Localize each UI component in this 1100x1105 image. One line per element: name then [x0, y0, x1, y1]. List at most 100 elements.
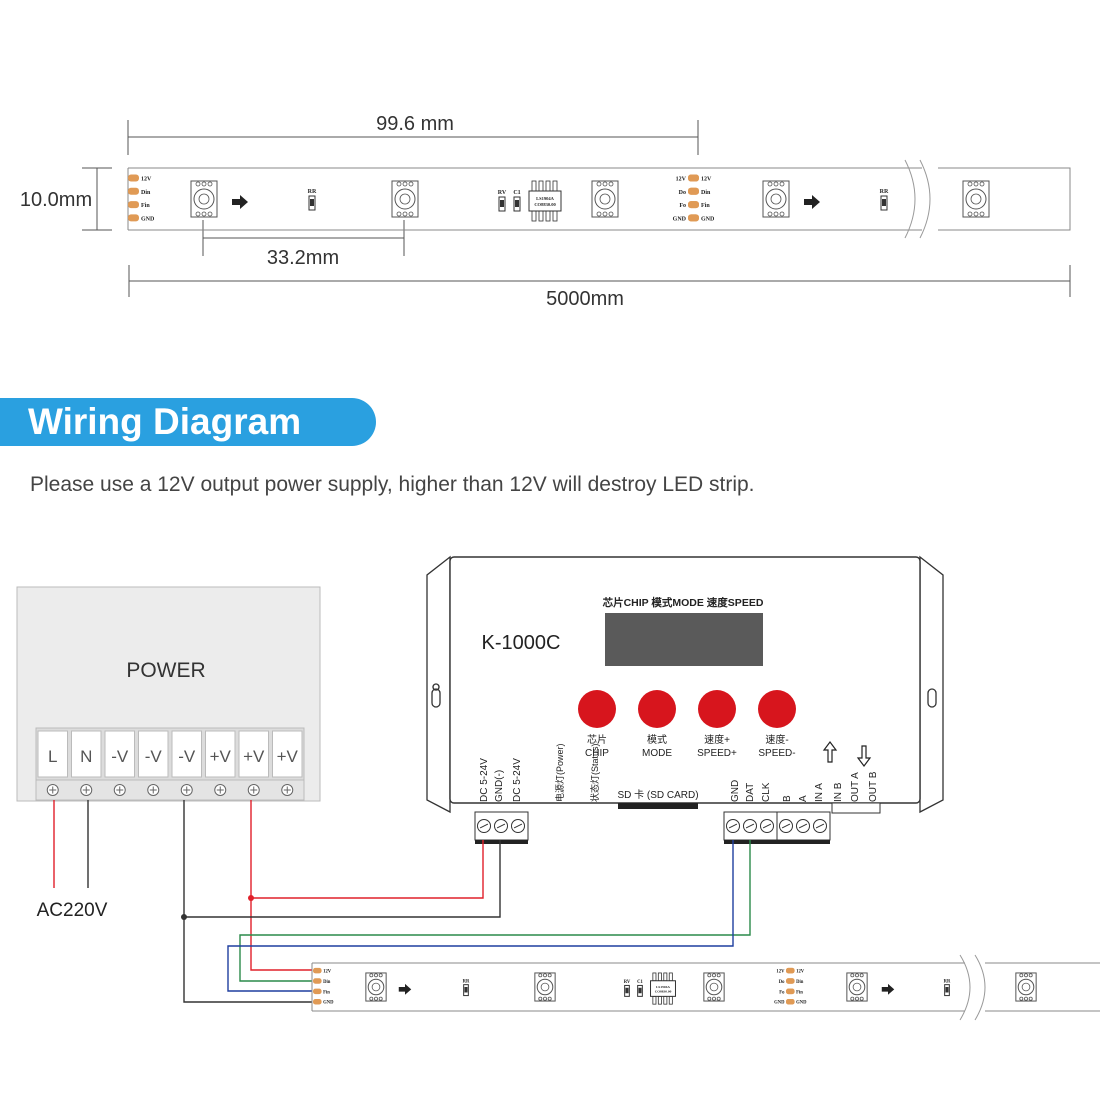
power-terminal[interactable]: +V	[205, 730, 236, 796]
power-pin-label: DC 5-24V	[479, 758, 490, 802]
led-chip-icon	[365, 972, 387, 1002]
pitch-label: 99.6 mm	[376, 113, 454, 135]
terminal-screw[interactable]	[743, 819, 757, 833]
sd-card-slot[interactable]	[618, 803, 698, 809]
svg-text:12V: 12V	[141, 177, 152, 183]
led-chip-icon	[846, 972, 868, 1002]
terminal-screw[interactable]	[511, 819, 525, 833]
led-status-label: 状态灯(Status)	[589, 743, 600, 802]
led-chip-icon	[391, 180, 419, 218]
svg-text:LS1904A: LS1904A	[536, 196, 555, 201]
svg-text:RR: RR	[463, 979, 470, 984]
terminal-screw[interactable]	[726, 819, 740, 833]
terminal-screw-icon	[180, 784, 193, 796]
svg-text:RV: RV	[624, 980, 631, 985]
power-terminal[interactable]: N	[71, 730, 102, 796]
aux-pin-label: B	[782, 795, 793, 802]
power-terminal[interactable]: +V	[272, 730, 303, 796]
led-chip-icon	[762, 180, 790, 218]
led-strip-bottom	[311, 954, 1100, 1021]
power-terminal[interactable]: +V	[238, 730, 269, 796]
controller-button[interactable]: 速度-SPEED-	[758, 690, 796, 759]
solder-pad: 12V	[313, 967, 332, 975]
controller: K-1000C 芯片CHIP 模式MODE 速度SPEED 芯片CHIP模式MO…	[426, 555, 944, 844]
power-title: POWER	[126, 659, 205, 682]
terminal-screw[interactable]	[813, 819, 827, 833]
display-header: 芯片CHIP 模式MODE 速度SPEED	[603, 596, 764, 609]
svg-text:LS1904A: LS1904A	[656, 985, 670, 989]
svg-text:12V: 12V	[776, 970, 785, 975]
svg-text:Fin: Fin	[323, 990, 330, 995]
power-input-terminal	[474, 811, 529, 844]
svg-text:CO8830.00: CO8830.00	[655, 989, 672, 993]
sd-card-label: SD 卡 (SD CARD)	[617, 788, 698, 801]
button-label-cn: 模式	[647, 733, 667, 746]
led-chip-icon	[1015, 972, 1037, 1002]
solder-pad: Fin	[688, 201, 710, 209]
svg-text:12V: 12V	[323, 970, 332, 975]
controller-button[interactable]: 模式 MODE	[638, 690, 676, 759]
button-label-cn: 速度+	[704, 733, 730, 746]
solder-pad: 12V	[688, 174, 712, 183]
solder-pad: GND	[313, 999, 334, 1006]
direction-arrow-icon	[804, 195, 820, 209]
aux-pin-label: IN A	[814, 783, 825, 802]
svg-text:RV: RV	[498, 190, 507, 196]
svg-text:12V: 12V	[796, 970, 805, 975]
led-chip-icon	[534, 972, 556, 1002]
wiring	[53, 800, 751, 1003]
svg-text:Din: Din	[701, 190, 711, 196]
solder-pad: Din	[786, 978, 804, 985]
button-label-en: MODE	[642, 748, 672, 759]
terminal-screw[interactable]	[760, 819, 774, 833]
controller-button[interactable]: 芯片CHIP	[578, 690, 616, 759]
aux-pin-label: A	[798, 795, 809, 802]
led-strip-top	[127, 159, 1071, 239]
terminal-screw-icon	[147, 784, 160, 796]
terminal-label: N	[80, 747, 92, 766]
terminal-label: +V	[243, 747, 265, 766]
power-terminal[interactable]: L	[37, 730, 68, 796]
warning-note: Please use a 12V output power supply, hi…	[30, 473, 755, 496]
controller-button[interactable]: 速度+ SPEED+	[697, 690, 737, 759]
svg-text:GND: GND	[796, 1001, 807, 1006]
direction-arrow-icon	[398, 983, 412, 995]
solder-pad: Fin	[786, 988, 803, 995]
terminal-screw[interactable]	[477, 819, 491, 833]
terminal-label: +V	[277, 747, 299, 766]
svg-text:Do: Do	[779, 980, 785, 985]
direction-arrow-icon	[881, 983, 895, 995]
power-terminal[interactable]: -V	[104, 730, 135, 796]
terminal-screw[interactable]	[494, 819, 508, 833]
terminal-screw[interactable]	[796, 819, 810, 833]
button-label-en: SPEED+	[697, 748, 737, 759]
terminal-screw-icon	[247, 784, 260, 796]
power-terminal[interactable]: -V	[138, 730, 169, 796]
solder-pad: 12V	[128, 174, 152, 183]
terminal-screw[interactable]	[779, 819, 793, 833]
lcd-display	[605, 613, 763, 666]
svg-text:12V: 12V	[701, 177, 712, 183]
spacing-label: 33.2mm	[267, 247, 339, 269]
svg-text:GND: GND	[673, 216, 687, 222]
data-pin-label: CLK	[761, 782, 772, 802]
button-label-cn: 速度-	[765, 733, 788, 746]
terminal-label: L	[48, 747, 57, 766]
aux-pin-label: IN B	[833, 782, 844, 802]
svg-text:Fo: Fo	[679, 203, 686, 209]
button-label-en: CHIP	[585, 748, 609, 759]
svg-text:GND: GND	[141, 216, 155, 222]
svg-text:Fin: Fin	[796, 990, 803, 995]
solder-pad: Din	[313, 978, 331, 985]
led-chip-icon	[703, 972, 725, 1002]
power-pin-label: GND(-)	[494, 770, 505, 802]
solder-pad: GND	[786, 999, 807, 1006]
aux-pin-label: OUT B	[868, 771, 879, 802]
svg-text:GND: GND	[701, 216, 715, 222]
power-terminal[interactable]: -V	[171, 730, 202, 796]
solder-pad: GND	[128, 214, 155, 222]
terminal-screw-icon	[80, 784, 93, 796]
svg-text:RR: RR	[944, 979, 951, 984]
